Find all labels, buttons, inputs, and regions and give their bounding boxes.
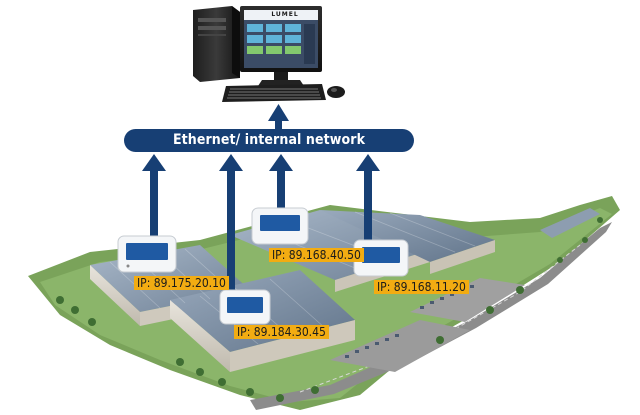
monitor-brand: LUMEL <box>271 11 299 18</box>
meter-ip-label-4: IP: 89.168.11.20 <box>374 280 469 294</box>
arrows <box>142 104 380 298</box>
meter-device <box>117 235 177 273</box>
ethernet-network-bus: Ethernet/ internal network <box>124 129 414 152</box>
keyboard <box>222 84 326 102</box>
meter-device <box>353 239 409 277</box>
arrow-meter-1 <box>142 154 166 238</box>
meter-device <box>219 289 271 325</box>
meter-device <box>251 207 309 245</box>
monitor <box>240 6 322 86</box>
meter-ip-label-1: IP: 89.175.20.10 <box>134 276 229 290</box>
arrow-meter-4 <box>356 154 380 242</box>
arrow-meter-2 <box>219 154 243 298</box>
meter-ip-label-3: IP: 89.168.40.50 <box>269 248 364 262</box>
meter-devices <box>117 207 409 325</box>
arrow-to-workstation <box>268 104 289 132</box>
arrow-meter-3 <box>269 154 293 210</box>
meter-ip-label-2: IP: 89.184.30.45 <box>234 325 329 339</box>
workstation <box>193 6 345 102</box>
mouse <box>327 86 345 98</box>
pc-tower <box>193 6 240 82</box>
